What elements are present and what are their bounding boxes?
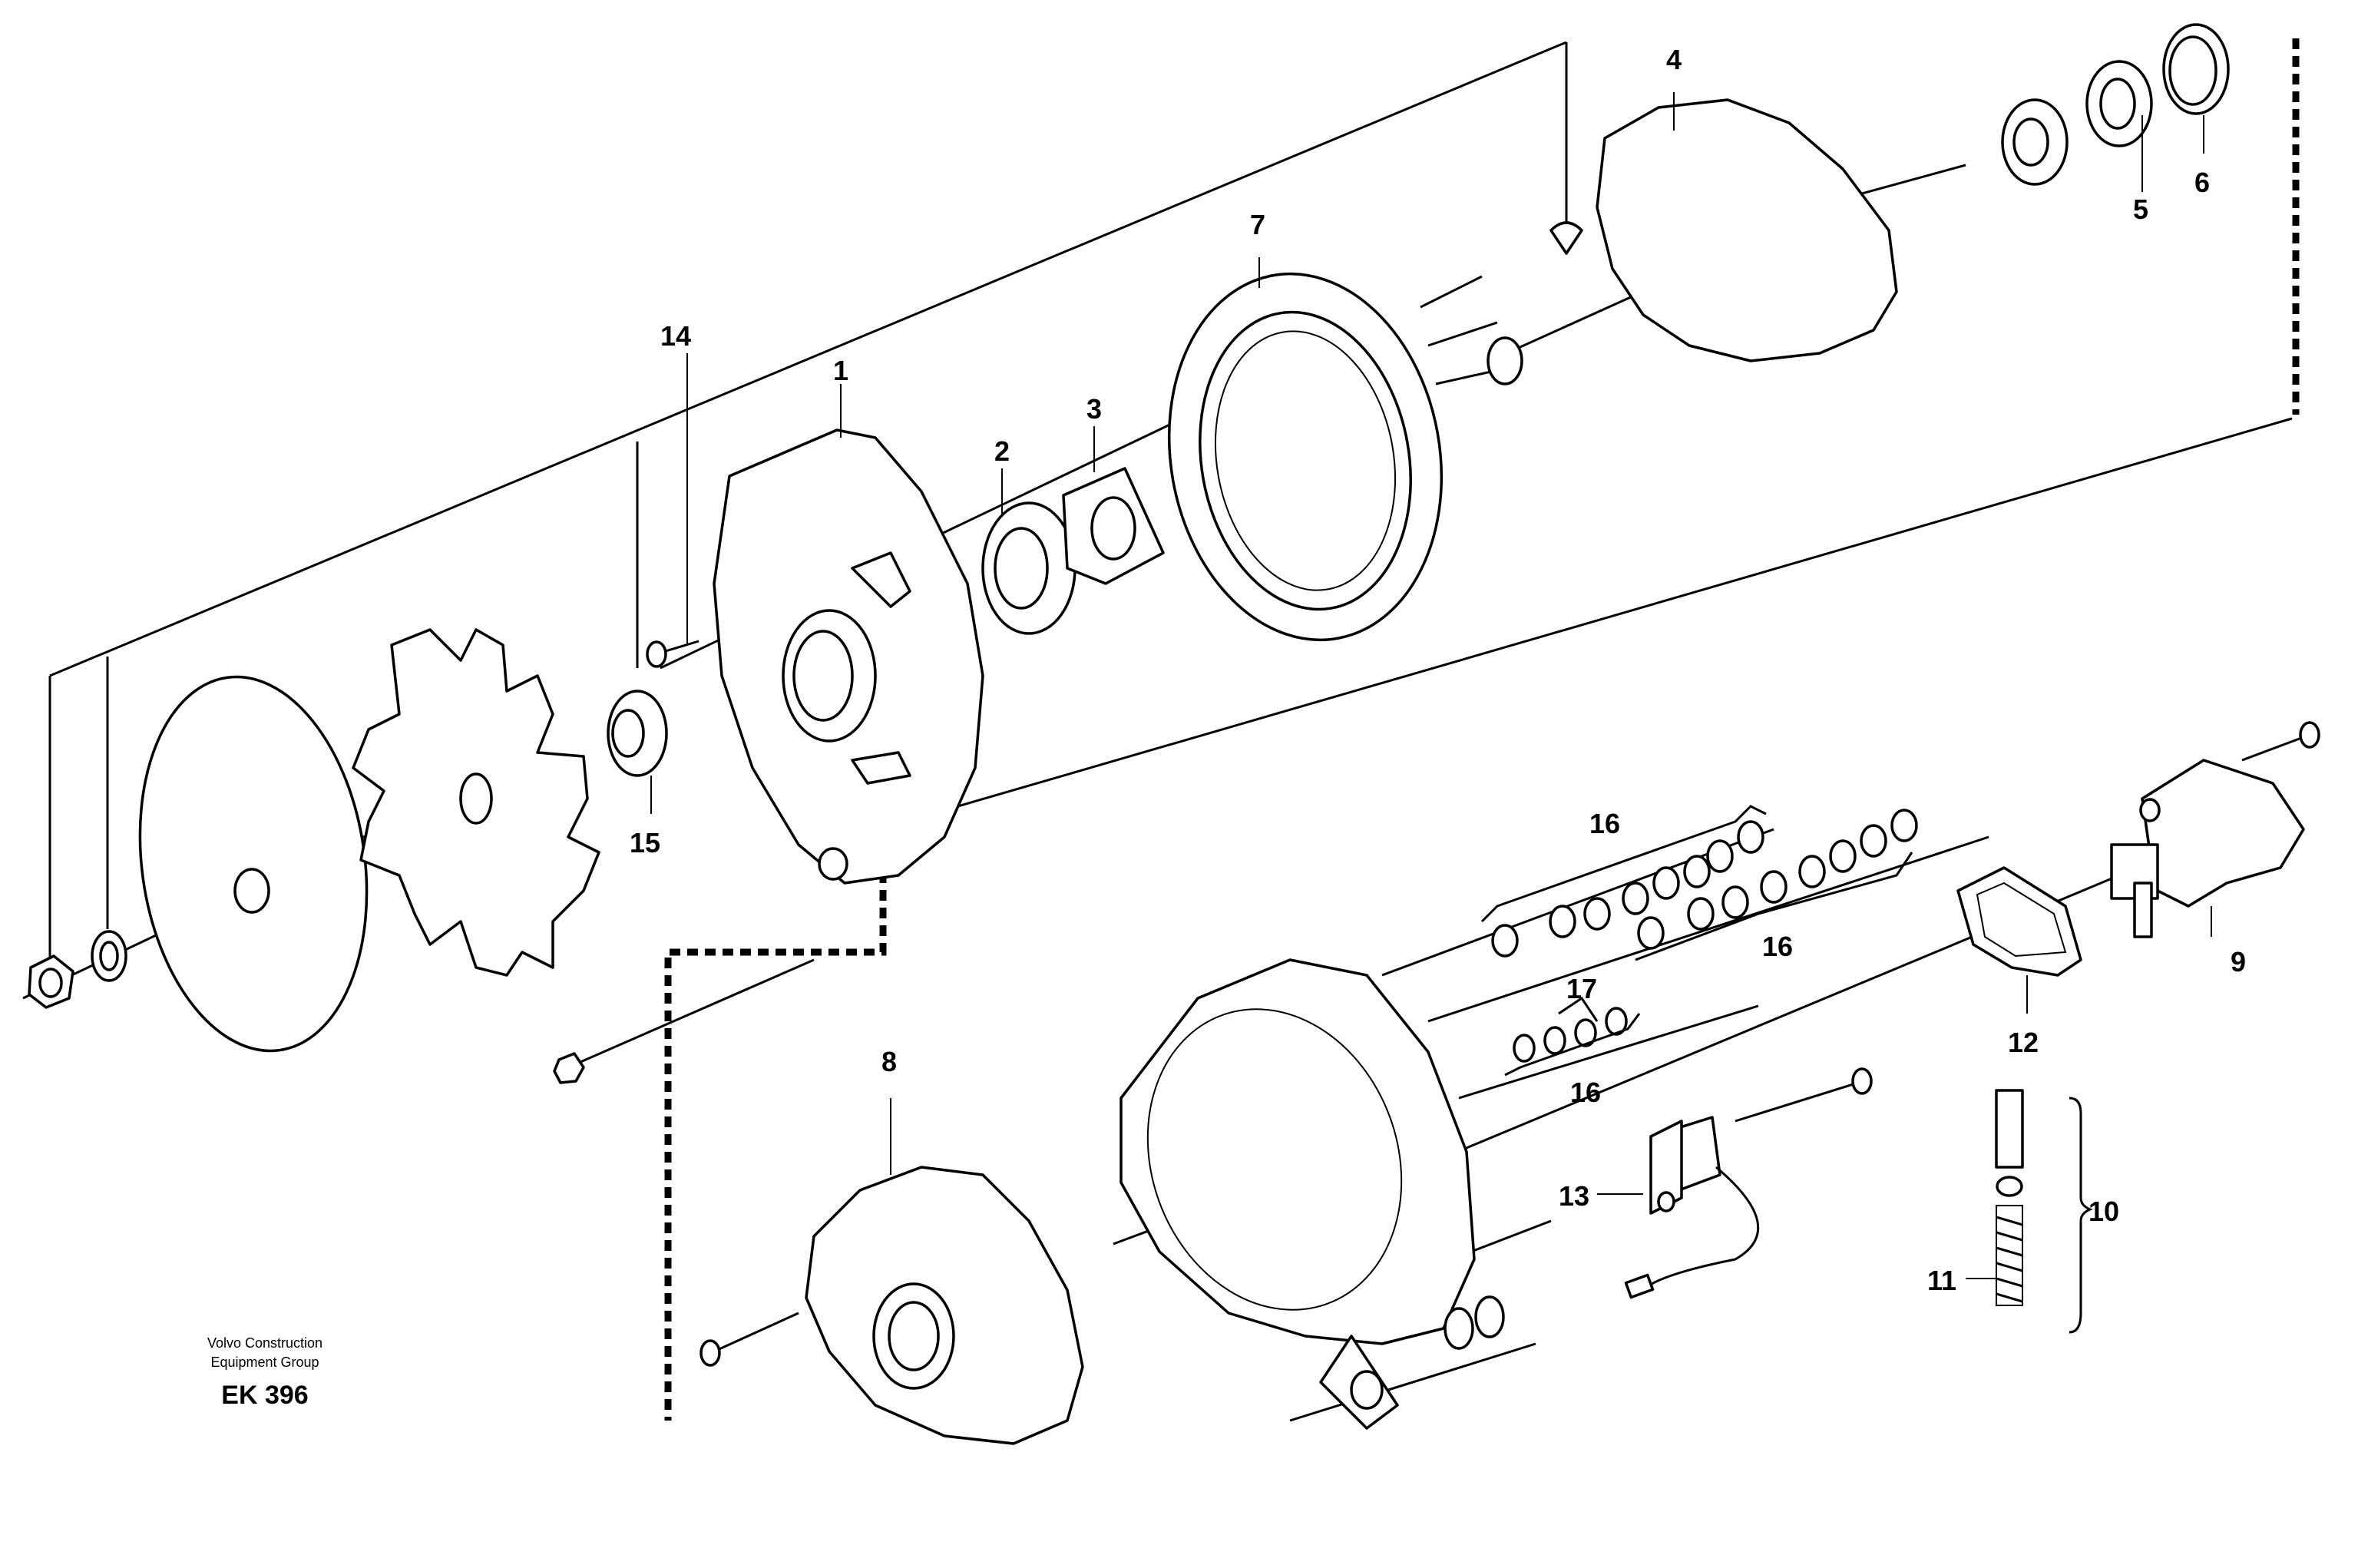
credit-block: Volvo Construction Equipment Group EK 39… [207, 1335, 322, 1410]
dashed-border-lines [664, 38, 2300, 1421]
lock-washer [91, 930, 127, 982]
label-part-7: 7 [1250, 209, 1265, 240]
label-part-16b: 16 [1762, 931, 1793, 962]
insulating-sleeve [1444, 1295, 1505, 1350]
insulating-washers-row-1 [1491, 820, 1764, 958]
shaft-nut [28, 954, 74, 1009]
label-part-16c: 16 [1570, 1077, 1601, 1108]
spacer-ring [607, 690, 668, 777]
bearing-retainer-plate [1062, 467, 1165, 585]
credit-line-2: Equipment Group [210, 1355, 319, 1370]
label-part-8: 8 [881, 1046, 897, 1077]
label-part-9: 9 [2231, 946, 2246, 978]
insulating-washers-row-2 [1637, 809, 1918, 950]
slip-ring-spacer [2001, 98, 2069, 186]
screw-14 [646, 640, 699, 668]
label-part-6: 6 [2194, 167, 2210, 198]
rotor [1487, 98, 1966, 385]
bearing-cap-6 [2162, 23, 2230, 115]
suppression-capacitor [1624, 1067, 1873, 1299]
pulley-disc [138, 675, 369, 1053]
cooling-fan [352, 628, 600, 977]
label-part-17: 17 [1566, 973, 1597, 1004]
label-part-5: 5 [2133, 194, 2148, 225]
regulator-gasket [1956, 866, 2082, 977]
drive-end-shield [713, 428, 984, 885]
housing-cover [1119, 958, 1476, 1430]
label-part-2: 2 [994, 435, 1010, 467]
credit-line-1: Volvo Construction [207, 1335, 322, 1351]
label-part-1: 1 [833, 355, 848, 386]
ball-bearing-2 [981, 501, 1076, 635]
insulating-washers-row-3 [1513, 1007, 1628, 1063]
label-part-10: 10 [2088, 1196, 2119, 1227]
brush-spring [1996, 1205, 2023, 1306]
carbon-brush [1995, 1089, 2024, 1197]
voltage-regulator [2110, 721, 2320, 938]
label-part-15: 15 [630, 827, 660, 858]
label-part-16a: 16 [1589, 808, 1620, 839]
ball-bearing-5 [2085, 60, 2153, 147]
label-part-14: 14 [660, 320, 691, 352]
brace-marks [1480, 805, 2093, 1334]
slip-ring-end-shield [699, 1166, 1084, 1445]
label-part-11: 11 [1927, 1265, 1956, 1296]
label-part-13: 13 [1559, 1180, 1589, 1212]
through-bolt [553, 958, 815, 1084]
stator [1167, 272, 1506, 642]
label-part-3: 3 [1086, 393, 1102, 425]
part-labels: 1 2 3 4 5 6 7 8 9 10 11 12 13 14 15 16 1… [630, 44, 2246, 1296]
leader-lines [650, 92, 2212, 1279]
label-part-12: 12 [2008, 1027, 2039, 1058]
reference-code: EK 396 [221, 1381, 308, 1410]
label-part-4: 4 [1666, 44, 1682, 75]
